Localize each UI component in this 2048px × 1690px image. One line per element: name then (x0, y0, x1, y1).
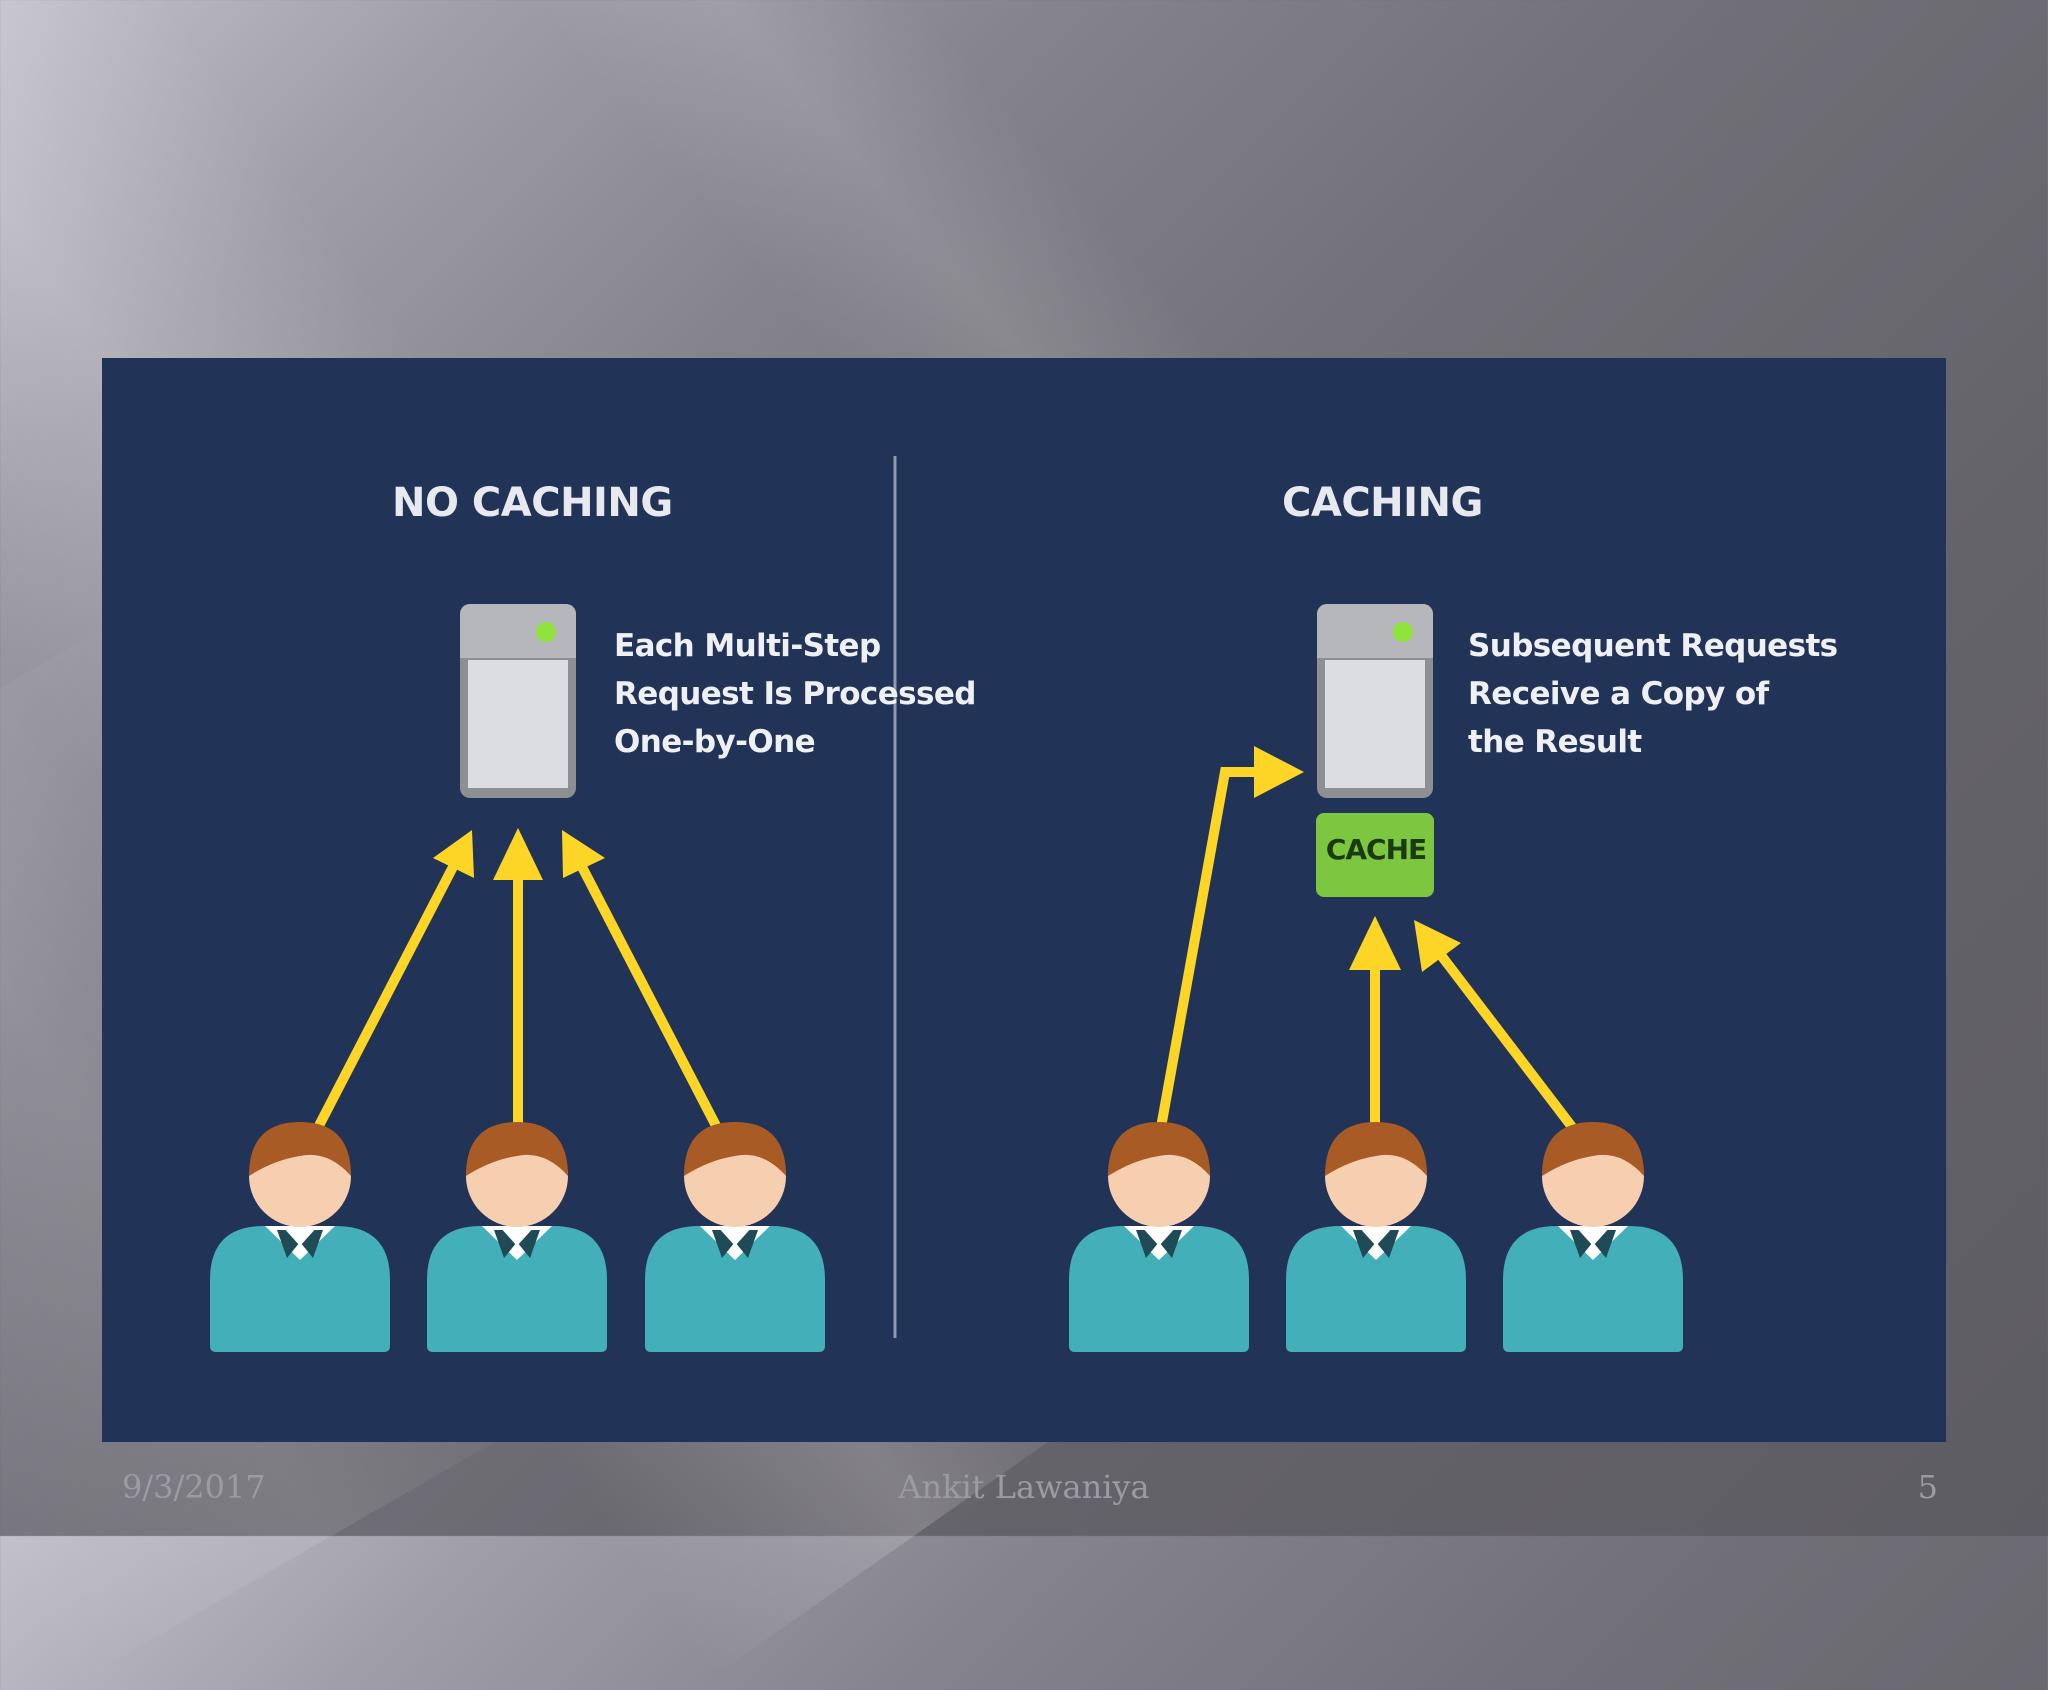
footer-author: Ankit Lawaniya (898, 1468, 1150, 1506)
page-number: 5 (1917, 1468, 1938, 1506)
user-icon (1069, 1122, 1249, 1352)
description-line: Request Is Processed (614, 676, 976, 712)
server-icon (1317, 604, 1433, 798)
caching-heading: CACHING (1282, 480, 1483, 526)
description-line: Subsequent Requests (1468, 628, 1838, 664)
cache-box (1316, 813, 1434, 897)
no-caching-heading: NO CACHING (392, 480, 673, 526)
arrow-icon (305, 830, 474, 1146)
description-line: One-by-One (614, 724, 816, 760)
cache-label: CACHE (1325, 833, 1427, 866)
user-icon (427, 1122, 607, 1352)
description-line: the Result (1468, 724, 1642, 760)
arrow-icon (1414, 920, 1586, 1144)
user-icon (645, 1122, 825, 1352)
slide: NO CACHING CACHING Each Multi-Step Reque… (0, 0, 1946, 1690)
arrow-icon (1153, 746, 1304, 1145)
arrow-icon (493, 828, 543, 1147)
server-icon (460, 604, 576, 798)
arrow-icon (562, 830, 732, 1150)
caching-description: Subsequent Requests Receive a Copy of th… (1468, 622, 1838, 766)
user-icon (1286, 1122, 1466, 1352)
user-icon (210, 1122, 390, 1352)
diagram-graphics (210, 456, 1683, 1352)
no-caching-description: Each Multi-Step Request Is Processed One… (614, 622, 976, 766)
description-line: Receive a Copy of (1468, 676, 1769, 712)
arrow-icon (1349, 916, 1401, 1140)
footer-date: 9/3/2017 (122, 1468, 266, 1506)
user-icon (1503, 1122, 1683, 1352)
description-line: Each Multi-Step (614, 628, 881, 664)
caching-diagram: NO CACHING CACHING Each Multi-Step Reque… (102, 358, 1946, 1442)
